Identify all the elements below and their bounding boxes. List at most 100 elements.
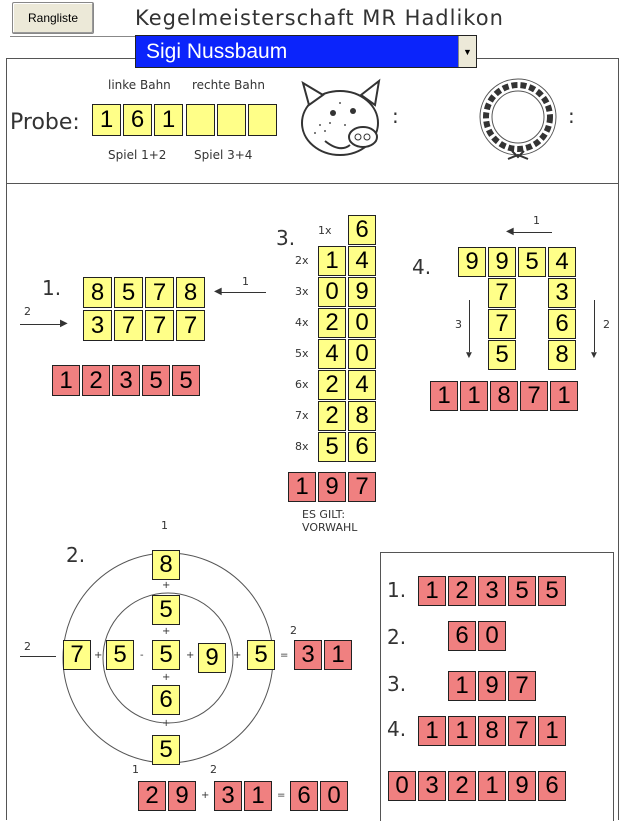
probe-digit[interactable]: 1	[154, 104, 183, 136]
g4-result-digit[interactable]: 1	[550, 381, 578, 411]
g2-vert-digit[interactable]: 5	[152, 640, 180, 670]
g1-row1-digit[interactable]: 5	[114, 277, 143, 308]
summary-total-digit[interactable]: 1	[478, 771, 506, 801]
summary-total-digit[interactable]: 6	[538, 771, 566, 801]
g3-right-digit[interactable]: 9	[348, 277, 376, 307]
probe-digit[interactable]: 6	[123, 104, 152, 136]
g2-row-digit[interactable]: 5	[106, 640, 134, 670]
probe-digit[interactable]	[217, 104, 246, 136]
summary-r1-digit[interactable]: 5	[508, 576, 536, 606]
g4-result-digit[interactable]: 8	[490, 381, 518, 411]
g4-top-digit[interactable]: 5	[518, 247, 546, 277]
g2-row-digit[interactable]: 9	[198, 643, 226, 673]
g3-mult: 5x	[295, 347, 309, 360]
summary-r4-digit[interactable]: 8	[478, 716, 506, 746]
summary-r1-digit[interactable]: 1	[418, 576, 446, 606]
g3-right-digit[interactable]: 6	[348, 432, 376, 462]
probe-digit[interactable]	[248, 104, 277, 136]
chevron-down-icon[interactable]: ▼	[458, 36, 476, 67]
g2-bottom-digit[interactable]: 6	[290, 781, 318, 811]
g4-right-digit[interactable]: 8	[548, 340, 576, 370]
g1-result-digit[interactable]: 3	[112, 365, 140, 396]
g1-row2-digit[interactable]: 3	[83, 310, 112, 341]
g2-vert-digit[interactable]: 5	[152, 595, 180, 625]
g3-mult: 3x	[295, 285, 309, 298]
summary-total-digit[interactable]: 2	[448, 771, 476, 801]
summary-r4-digit[interactable]: 1	[418, 716, 446, 746]
g2-minus: -	[140, 650, 144, 661]
g2-row-digit[interactable]: 7	[63, 640, 91, 670]
g2-vert-digit[interactable]: 6	[152, 685, 180, 715]
g2-row-result-digit[interactable]: 1	[324, 640, 352, 670]
g1-result-digit[interactable]: 5	[142, 365, 170, 396]
g4-result-digit[interactable]: 1	[430, 381, 458, 411]
g2-bottom-digit[interactable]: 2	[138, 781, 166, 811]
g4-top-digit[interactable]: 9	[458, 247, 486, 277]
summary-r4-digit[interactable]: 1	[448, 716, 476, 746]
probe-digit[interactable]	[186, 104, 215, 136]
g4-result-digit[interactable]: 7	[520, 381, 548, 411]
summary-r2-digit[interactable]: 0	[478, 621, 506, 651]
player-select[interactable]: Sigi Nussbaum ▼	[135, 35, 477, 68]
g1-row2-digit[interactable]: 7	[114, 310, 143, 341]
g1-result-digit[interactable]: 2	[82, 365, 110, 396]
g2-row-digit[interactable]: 5	[247, 640, 275, 670]
g3-left-digit[interactable]: 1	[318, 246, 346, 276]
g3-left-digit[interactable]: 2	[318, 370, 346, 400]
g1-row2-digit[interactable]: 7	[145, 310, 174, 341]
g3-right-digit[interactable]: 8	[348, 401, 376, 431]
summary-r2-digit[interactable]: 6	[448, 621, 476, 651]
rangliste-button[interactable]: Rangliste	[12, 2, 94, 34]
g1-result-digit[interactable]: 5	[172, 365, 200, 396]
summary-r1-digit[interactable]: 3	[478, 576, 506, 606]
g4-top-digit[interactable]: 4	[548, 247, 576, 277]
g3-right-digit[interactable]: 0	[348, 308, 376, 338]
g3-right-digit[interactable]: 0	[348, 339, 376, 369]
g4-right-digit[interactable]: 6	[548, 309, 576, 339]
probe-digit[interactable]: 1	[92, 104, 121, 136]
g4-left-digit[interactable]: 5	[488, 340, 516, 370]
g4-left-digit[interactable]: 7	[488, 278, 516, 308]
g2-vert-digit[interactable]: 5	[152, 735, 180, 765]
g3-result-digit[interactable]: 7	[348, 472, 376, 502]
g1-result-digit[interactable]: 1	[52, 365, 80, 396]
g1-row2-digit[interactable]: 7	[176, 310, 205, 341]
g2-bottom-digit[interactable]: 9	[168, 781, 196, 811]
g3-left-digit[interactable]: 2	[318, 308, 346, 338]
summary-total-digit[interactable]: 3	[418, 771, 446, 801]
arrow-down-icon: ▼	[464, 350, 474, 361]
summary-total-digit[interactable]: 0	[388, 771, 416, 801]
g1-row1-digit[interactable]: 7	[145, 277, 174, 308]
g3-result-digit[interactable]: 9	[318, 472, 346, 502]
g3-right-digit[interactable]: 6	[348, 215, 376, 245]
g2-vert-digit[interactable]: 8	[152, 550, 180, 580]
g4-top-digit[interactable]: 9	[488, 247, 516, 277]
g3-left-digit[interactable]: 5	[318, 432, 346, 462]
g1-row1-digit[interactable]: 8	[176, 277, 205, 308]
summary-r3-digit[interactable]: 1	[448, 671, 476, 701]
summary-total-digit[interactable]: 9	[508, 771, 536, 801]
g3-right-digit[interactable]: 4	[348, 370, 376, 400]
g3-left-digit[interactable]: 0	[318, 277, 346, 307]
g2-row-result-digit[interactable]: 3	[294, 640, 322, 670]
summary-r4-digit[interactable]: 7	[508, 716, 536, 746]
g3-result-digit[interactable]: 1	[288, 472, 316, 502]
g2-bottom-digit[interactable]: 1	[244, 781, 272, 811]
g3-left-digit[interactable]: 2	[318, 401, 346, 431]
g2-bottom-digit[interactable]: 3	[214, 781, 242, 811]
g3-mult: 2x	[295, 254, 309, 267]
summary-r1-digit[interactable]: 2	[448, 576, 476, 606]
summary-r3-digit[interactable]: 9	[478, 671, 506, 701]
g3-right-digit[interactable]: 4	[348, 246, 376, 276]
g3-left-digit[interactable]: 4	[318, 339, 346, 369]
g4-left-digit[interactable]: 7	[488, 309, 516, 339]
g1-arrow1-label: 1	[242, 275, 249, 288]
g4-right-digit[interactable]: 3	[548, 278, 576, 308]
g2-bottom-digit[interactable]: 0	[320, 781, 348, 811]
summary-r3-digit[interactable]: 7	[508, 671, 536, 701]
g4-result-digit[interactable]: 1	[460, 381, 488, 411]
summary-r1-digit[interactable]: 5	[538, 576, 566, 606]
summary-r4-digit[interactable]: 1	[538, 716, 566, 746]
g1-row1-digit[interactable]: 8	[83, 277, 112, 308]
